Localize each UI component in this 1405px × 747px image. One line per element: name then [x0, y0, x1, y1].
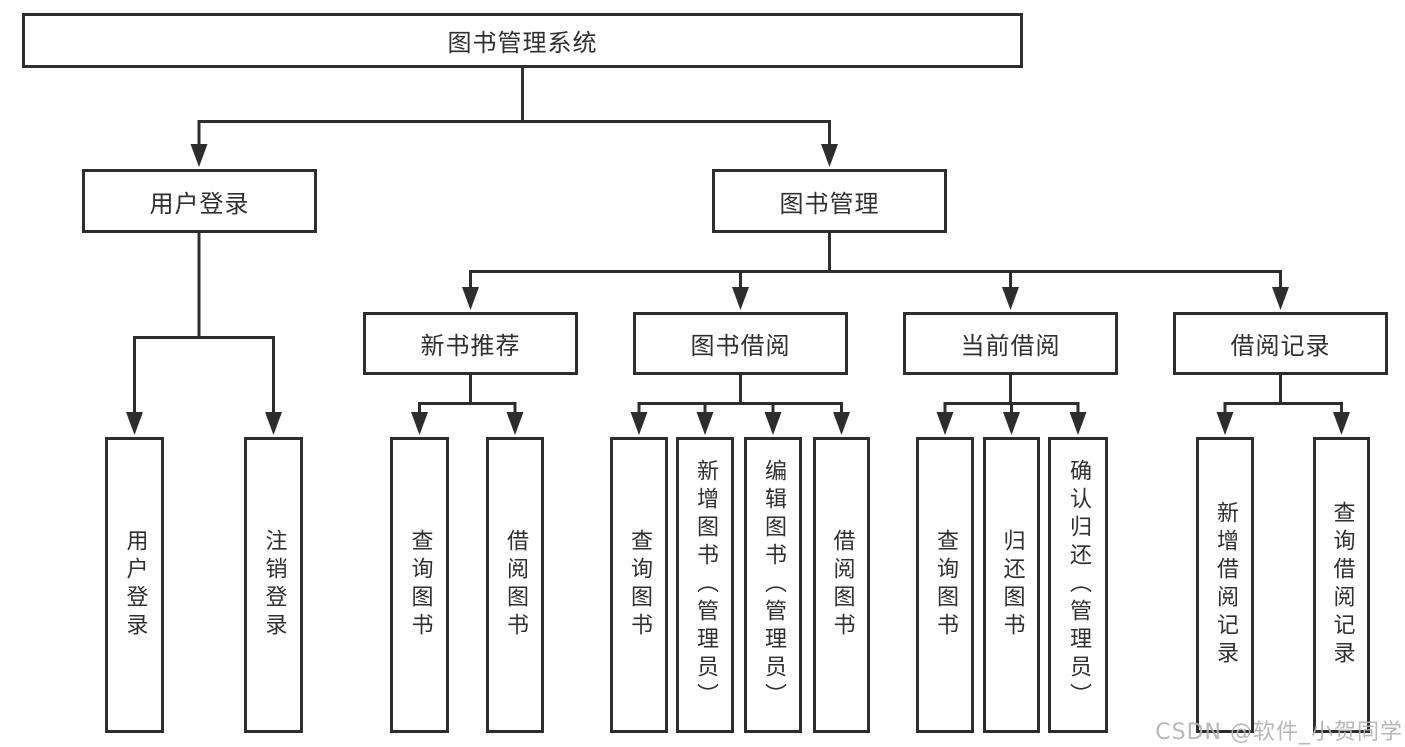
connector-current-borrow-branch [943, 373, 1080, 414]
arrow-down-icon [732, 287, 749, 310]
node-label: 新增借阅记录 [1213, 501, 1238, 669]
node-label: 查询借阅记录 [1329, 501, 1355, 669]
leaf-query-borrow-record: 查询借阅记录 [1313, 437, 1370, 733]
node-label: 查询图书 [407, 529, 433, 641]
arrow-down-icon [462, 287, 479, 310]
node-user-login: 用户登录 [82, 169, 317, 233]
arrowheads [126, 144, 1350, 435]
node-label: 查询图书 [627, 529, 652, 641]
leaf-user-login: 用户登录 [105, 437, 164, 733]
leaf-return-books: 归还图书 [983, 437, 1040, 733]
arrow-down-icon [630, 412, 648, 435]
leaf-borrow-books-2: 借阅图书 [813, 437, 870, 733]
node-label: 用户登录 [149, 189, 250, 218]
node-label: 借阅图书 [503, 529, 528, 641]
node-label: 图书管理系统 [447, 29, 598, 57]
node-label: 确认归还（管理员） [1066, 459, 1091, 711]
node-label: 查询图书 [933, 529, 958, 641]
node-label: 注销登录 [261, 529, 287, 641]
leaf-query-books-3: 查询图书 [916, 437, 974, 733]
leaf-query-books-2: 查询图书 [610, 437, 668, 733]
watermark: CSDN @软件_小贺同学 [1155, 720, 1403, 745]
arrow-down-icon [190, 144, 208, 167]
arrow-down-icon [821, 144, 838, 167]
arrow-down-icon [833, 412, 850, 435]
node-label: 编辑图书（管理员） [761, 459, 786, 711]
node-label: 图书管理 [779, 189, 880, 218]
node-label: 新增图书（管理员） [693, 459, 718, 711]
node-label: 借阅记录 [1230, 332, 1331, 360]
node-label: 借阅图书 [829, 529, 855, 641]
leaf-add-books-admin: 新增图书（管理员） [676, 437, 734, 733]
arrow-down-icon [265, 412, 282, 435]
node-borrowing-records: 借阅记录 [1173, 312, 1388, 375]
arrow-down-icon [1272, 287, 1289, 310]
node-book-borrowing: 图书借阅 [633, 312, 848, 375]
leaf-borrow-books-1: 借阅图书 [486, 437, 544, 733]
node-label: 新书推荐 [420, 332, 521, 360]
node-library-system: 图书管理系统 [22, 13, 1023, 68]
node-label: 当前借阅 [960, 332, 1061, 360]
arrow-down-icon [1069, 412, 1087, 435]
arrow-down-icon [1216, 412, 1234, 435]
arrow-down-icon [506, 412, 524, 435]
arrow-down-icon [696, 412, 714, 435]
connector-new-books-branch [418, 373, 517, 414]
arrow-down-icon [936, 412, 954, 435]
connector-book-borrow-branch [637, 373, 843, 414]
leaf-edit-books-admin: 编辑图书（管理员） [744, 437, 802, 733]
node-new-book-recommend: 新书推荐 [363, 312, 578, 375]
arrow-down-icon [1002, 287, 1019, 310]
arrow-down-icon [1003, 412, 1020, 435]
node-label: 归还图书 [999, 529, 1025, 641]
connector-root-branch [197, 120, 831, 146]
arrow-down-icon [764, 412, 782, 435]
node-book-management: 图书管理 [712, 169, 947, 233]
connector-user-login-branch [133, 231, 275, 414]
arrow-down-icon [126, 412, 143, 435]
node-label: 用户登录 [122, 529, 148, 641]
leaf-query-books-1: 查询图书 [390, 437, 449, 733]
node-current-borrowing: 当前借阅 [903, 312, 1118, 375]
leaf-add-borrow-record: 新增借阅记录 [1196, 437, 1254, 733]
arrow-down-icon [1333, 412, 1350, 435]
arrow-down-icon [411, 412, 428, 435]
leaf-confirm-return-admin: 确认归还（管理员） [1048, 437, 1108, 733]
connector-borrow-records-branch [1223, 373, 1343, 414]
connector-book-mgmt-branch [469, 231, 1282, 289]
leaf-logout: 注销登录 [244, 437, 303, 733]
node-label: 图书借阅 [690, 332, 791, 360]
